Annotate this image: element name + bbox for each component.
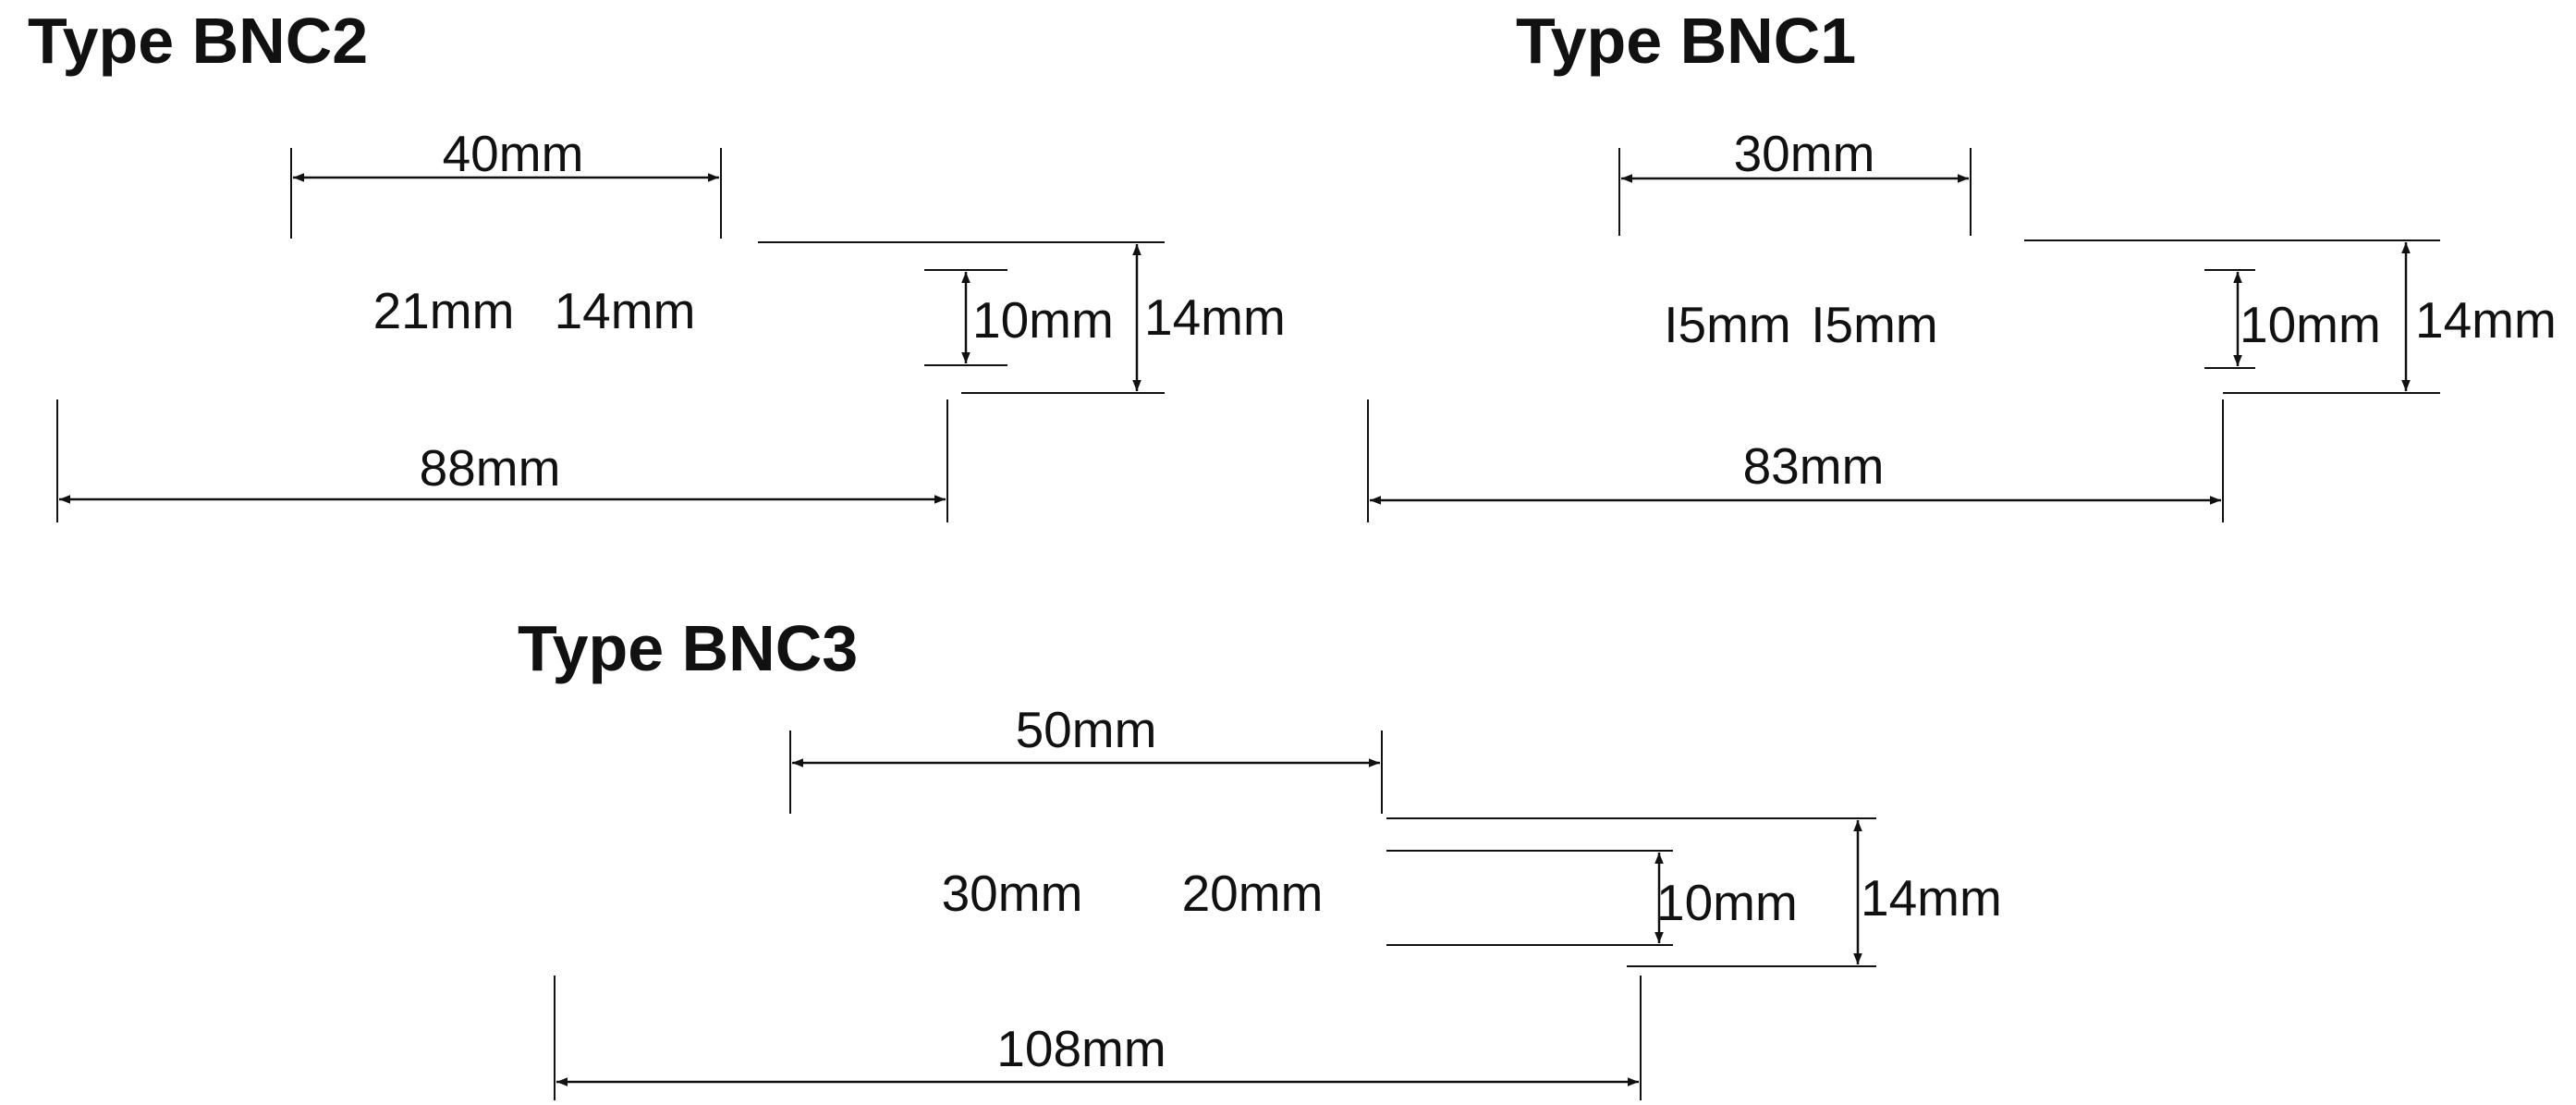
channel-left	[1624, 273, 1784, 370]
cable-channels	[302, 268, 719, 362]
total-width-label: 108mm	[996, 1020, 1166, 1077]
top-width-label: 40mm	[443, 125, 584, 182]
total-width-label: 83mm	[1743, 437, 1885, 495]
profile-bnc1: Type BNC1 30mm 83mm 10mm 14mm I5mm I5mm	[0, 0, 2557, 522]
channel-right	[566, 268, 719, 362]
right-channel-label: 20mm	[1182, 865, 1324, 922]
channel-left	[302, 268, 541, 362]
channel-right	[1802, 273, 1958, 370]
channel-right	[1172, 849, 1364, 943]
total-height-label: 14mm	[2415, 291, 2557, 349]
channel-height-label: 10mm	[1656, 874, 1798, 931]
top-width-label: 50mm	[1016, 701, 1157, 758]
right-channel-label: 14mm	[555, 282, 696, 339]
channel-height-label: 10mm	[972, 291, 1114, 349]
channel-left	[826, 849, 1146, 943]
total-height-label: 14mm	[1861, 869, 2002, 927]
left-channel-label: I5mm	[1664, 296, 1791, 353]
total-height-label: 14mm	[1144, 289, 1286, 346]
channel-height-label: 10mm	[2240, 296, 2381, 353]
profile-title: Type BNC3	[518, 612, 858, 684]
base-notch	[0, 0, 20, 9]
cable-channels	[1624, 273, 1958, 370]
top-width-label: 30mm	[1734, 125, 1875, 182]
profile-title: Type BNC2	[28, 5, 368, 77]
profile-bnc2: Type BNC2 40mm 88mm 10mm 14mm 21mm 14mm	[0, 0, 1286, 522]
cable-channels	[826, 849, 1364, 943]
left-channel-label: 30mm	[942, 865, 1083, 922]
profile-bnc3: Type BNC3 50mm 108mm 10mm 14mm 30mm 20mm	[0, 0, 2002, 1100]
total-width-label: 88mm	[420, 439, 561, 497]
profile-body	[0, 0, 20, 9]
left-channel-label: 21mm	[373, 282, 515, 339]
profile-title: Type BNC1	[1516, 5, 1856, 77]
right-channel-label: I5mm	[1811, 296, 1938, 353]
